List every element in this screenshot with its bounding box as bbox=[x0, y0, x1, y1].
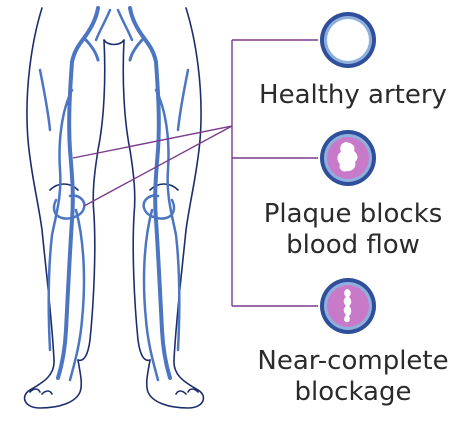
leader-line-to-leg bbox=[73, 126, 232, 158]
plaque-label-line-2: blood flow bbox=[238, 230, 468, 261]
healthy-artery-label: Healthy artery bbox=[238, 80, 468, 111]
leg-vessels bbox=[40, 8, 188, 380]
plaque-artery-cross-section bbox=[320, 130, 376, 186]
near-complete-label-line-1: Near-complete bbox=[238, 346, 468, 377]
near-complete-label-line-2: blockage bbox=[238, 377, 468, 408]
healthy-artery-label-text: Healthy artery bbox=[259, 80, 447, 110]
near-complete-artery-cross-section bbox=[320, 278, 376, 334]
plaque-label: Plaque blocks blood flow bbox=[238, 199, 468, 261]
plaque-label-line-1: Plaque blocks bbox=[238, 199, 468, 230]
near-complete-label: Near-complete blockage bbox=[238, 346, 468, 408]
healthy-artery-cross-section bbox=[320, 12, 376, 68]
legs-outline bbox=[25, 8, 204, 408]
